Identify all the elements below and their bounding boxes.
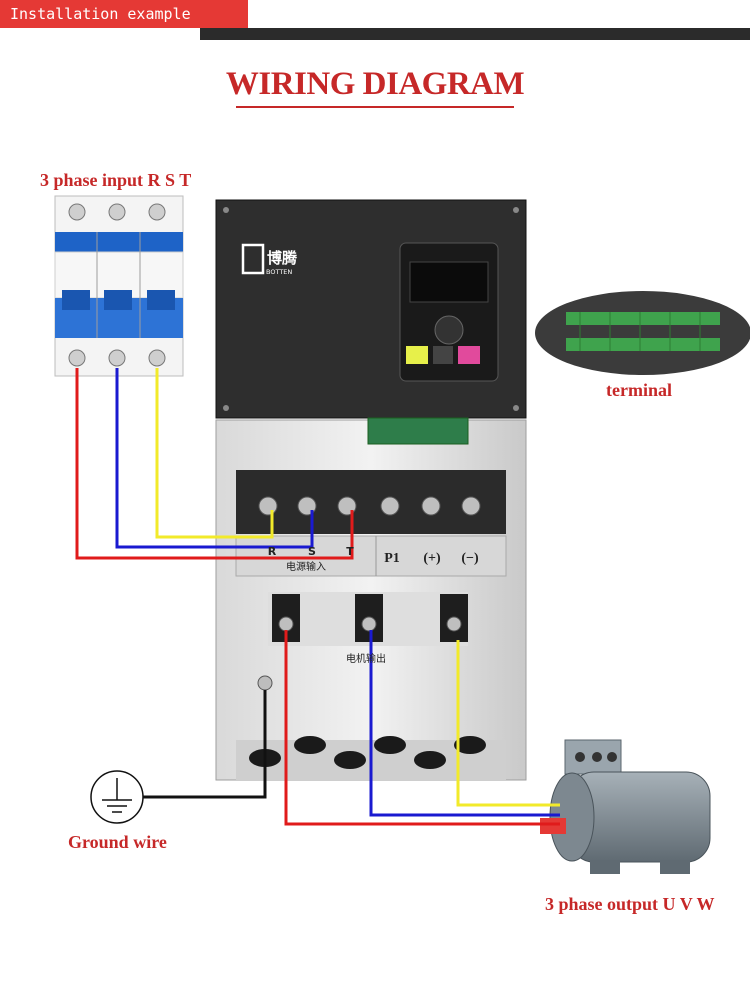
input-label: 3 phase input R S T xyxy=(40,170,192,190)
wire-r xyxy=(75,368,354,560)
power-input-label: 电源输入 xyxy=(286,560,326,573)
ground-symbol xyxy=(90,770,144,824)
terminal-labels: R S T 电源输入 P1 (+) (−) 电机输出 xyxy=(268,545,479,665)
terminal-label-minus: (−) xyxy=(461,551,479,566)
motor-output-label: 电机输出 xyxy=(346,652,386,665)
page-title: WIRING DIAGRAM xyxy=(225,66,525,102)
header-bar xyxy=(200,28,750,40)
terminal-closeup xyxy=(535,291,750,375)
ground-wire-label: Ground wire xyxy=(68,832,167,852)
brand-logo: 博腾 BOTTEN xyxy=(241,243,298,276)
terminal-label-t: T xyxy=(346,545,354,558)
installation-example-tab: Installation example xyxy=(0,0,248,28)
title-underline xyxy=(236,106,514,108)
output-terminal-screws xyxy=(278,616,462,632)
terminal-label-plus: (+) xyxy=(423,551,441,566)
brand-cn: 博腾 xyxy=(267,249,298,267)
wire-t xyxy=(155,368,274,539)
wires xyxy=(75,368,560,826)
terminal-label-s: S xyxy=(308,545,316,558)
terminal-label-p1: P1 xyxy=(384,551,400,566)
wire-w xyxy=(456,640,560,807)
wire-u xyxy=(284,630,560,826)
brand-name: BOTTEN xyxy=(266,268,292,276)
terminal-label: terminal xyxy=(606,380,672,400)
wire-v xyxy=(369,630,560,817)
inverter-unit xyxy=(215,199,527,781)
motor xyxy=(540,739,711,874)
terminal-label-r: R xyxy=(268,545,277,558)
input-terminal-screws xyxy=(258,496,481,516)
wire-ground xyxy=(143,690,267,799)
unit-ground-screw xyxy=(257,675,273,691)
wire-s xyxy=(115,368,314,549)
output-label: 3 phase output U V W xyxy=(545,894,715,914)
circuit-breaker xyxy=(54,195,184,377)
